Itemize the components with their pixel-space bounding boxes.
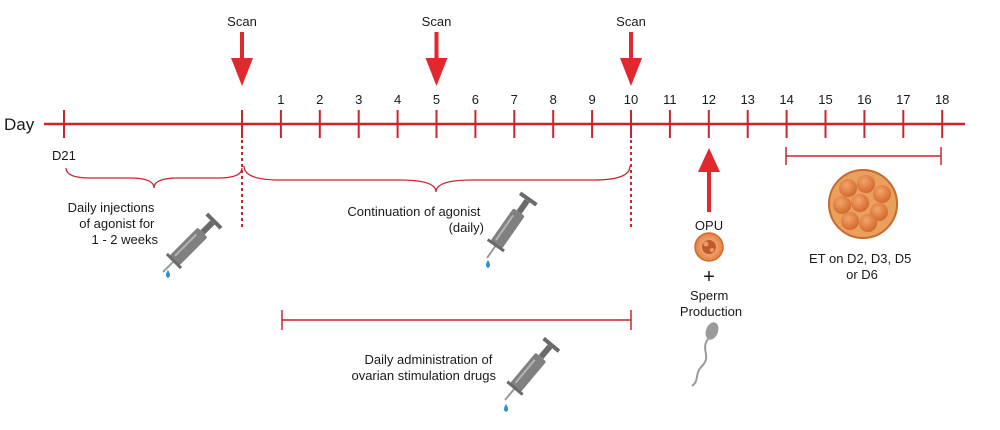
axis-label: Day (4, 115, 35, 134)
scan-arrows: Scan Scan Scan (227, 14, 646, 86)
brace-injections (65, 167, 243, 189)
syringe-icon (504, 336, 561, 401)
day-label-6: 6 (472, 92, 479, 107)
scan-label: Scan (616, 14, 646, 29)
brace-continuation (243, 165, 631, 193)
scan-arrow-head (231, 58, 253, 86)
oocyte-icon (694, 232, 724, 262)
stimulation-text: Daily administration of ovarian stimulat… (351, 352, 496, 383)
day-label-2: 2 (316, 92, 323, 107)
day-label-8: 8 (550, 92, 557, 107)
opu-label: OPU (695, 218, 723, 233)
day-label-3: 3 (355, 92, 362, 107)
injections-text: Daily injections of agonist for 1 - 2 we… (68, 200, 159, 247)
day-label-13: 13 (740, 92, 754, 107)
day-label-4: 4 (394, 92, 401, 107)
stimulation-range (281, 310, 632, 330)
day-label-15: 15 (818, 92, 832, 107)
scan-label: Scan (227, 14, 257, 29)
day-label-1: 1 (277, 92, 284, 107)
day-label-7: 7 (511, 92, 518, 107)
et-text: ET on D2, D3, D5 or D6 (809, 251, 915, 282)
day-label-17: 17 (896, 92, 910, 107)
drop-icon (504, 404, 508, 412)
scan-label: Scan (422, 14, 452, 29)
scan-arrow-head (425, 58, 448, 86)
drop-icon (166, 270, 170, 278)
scan-arrow-head (620, 58, 642, 86)
sperm-icon (691, 322, 719, 387)
syringe-icon (486, 191, 538, 259)
day-label-18: 18 (935, 92, 949, 107)
opu-arrow (698, 148, 720, 212)
day-label-11: 11 (663, 92, 677, 107)
day-label-10: 10 (624, 92, 638, 107)
drop-icon (486, 260, 490, 268)
day-label-9: 9 (588, 92, 595, 107)
embryo-icon (828, 169, 898, 239)
start-label: D21 (52, 148, 76, 163)
continuation-text: Continuation of agonist (daily) (347, 204, 484, 235)
day-label-16: 16 (857, 92, 871, 107)
sperm-text: Sperm Production (680, 288, 742, 319)
day-label-14: 14 (779, 92, 793, 107)
plus-sign: + (703, 266, 715, 288)
et-range (785, 147, 942, 165)
day-label-5: 5 (433, 92, 440, 107)
syringe-icon (162, 212, 223, 273)
day-label-12: 12 (702, 92, 716, 107)
